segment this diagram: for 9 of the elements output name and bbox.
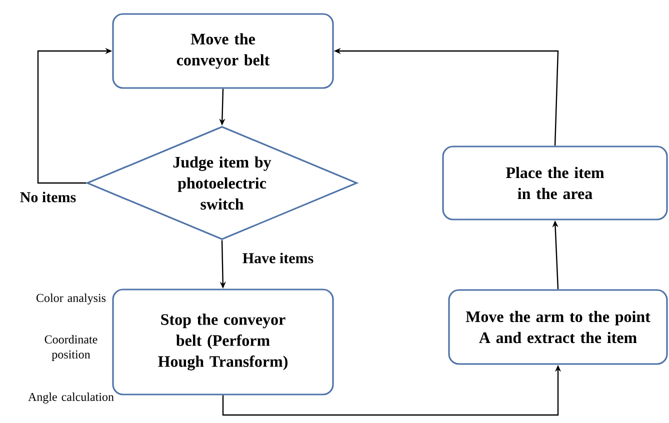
process-box: Place the item in the area xyxy=(442,146,668,220)
side-note: Angle calculation xyxy=(28,392,114,404)
side-note: Coordinate position xyxy=(44,335,98,361)
process-box: Move the conveyor belt xyxy=(112,13,334,89)
side-note: Color analysis xyxy=(36,294,106,304)
edge-label: No items xyxy=(20,192,76,202)
process-box: Move the arm to the point A and extract the item xyxy=(448,289,668,365)
process-box: Stop the conveyor belt (Perform Hough Transform) xyxy=(112,288,334,396)
edge-label: Have items xyxy=(242,252,314,264)
